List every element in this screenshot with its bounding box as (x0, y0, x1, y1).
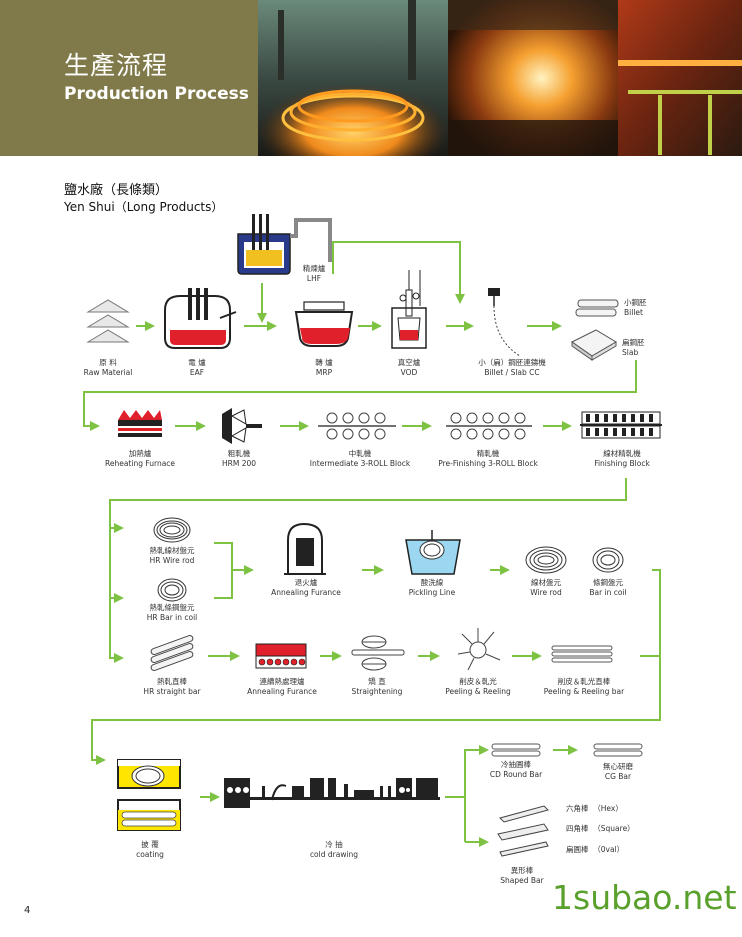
hex-bar-label: 六角棒 （Hex） (566, 804, 623, 813)
hr-bar-coil-icon (157, 578, 187, 602)
square-bar-label: 四角棒 （Square） (566, 824, 635, 833)
hr-straight-bar-icon (150, 635, 194, 671)
hr-wire-rod-icon (153, 517, 191, 543)
billet-icon (575, 299, 619, 317)
mrp-icon (294, 301, 354, 347)
intermediate-block-icon (318, 412, 396, 440)
coating-icon (117, 759, 181, 831)
bar-coil-icon (592, 547, 624, 573)
steel-mill-photo-2 (448, 0, 618, 156)
hrm-icon (222, 408, 262, 444)
oval-bar-label: 扁圓棒 （0val） (566, 845, 625, 854)
square-bar-icon (497, 823, 549, 841)
peeling-bar-icon (551, 645, 613, 663)
cd-round-bar-icon (491, 743, 541, 757)
peeling-reeling-icon (457, 628, 501, 671)
raw-material-icon (86, 299, 130, 343)
cg-bar-icon (593, 743, 643, 757)
annealing-furnace-icon (284, 522, 326, 575)
caster-icon (488, 288, 521, 357)
section-title-zh: 鹽水廠（長條類） (64, 183, 169, 198)
slab-icon (571, 329, 617, 361)
eaf-icon (164, 288, 237, 349)
reheating-furnace-icon (118, 410, 162, 437)
steel-mill-photo-1 (258, 0, 448, 156)
finishing-block-icon (580, 411, 662, 439)
straightening-icon (351, 635, 405, 671)
hex-bar-icon (499, 805, 549, 823)
cold-drawing-icon (224, 778, 440, 808)
page-title-en: Production Process (64, 84, 249, 104)
lhf-icon (237, 214, 332, 275)
page-number: 4 (24, 905, 31, 916)
page-title-zh: 生產流程 (64, 51, 169, 80)
watermark: 1subao.net (552, 878, 737, 917)
steel-mill-photo-3 (618, 0, 742, 156)
flow-lines (83, 241, 661, 847)
oval-bar-icon (499, 841, 549, 857)
pickling-line-icon (405, 530, 461, 575)
vod-icon (391, 270, 427, 349)
continuous-annealing-icon (255, 643, 307, 669)
wire-rod-icon (525, 546, 567, 574)
prefinishing-block-icon (446, 412, 532, 440)
section-title-en: Yen Shui（Long Products） (64, 200, 224, 214)
